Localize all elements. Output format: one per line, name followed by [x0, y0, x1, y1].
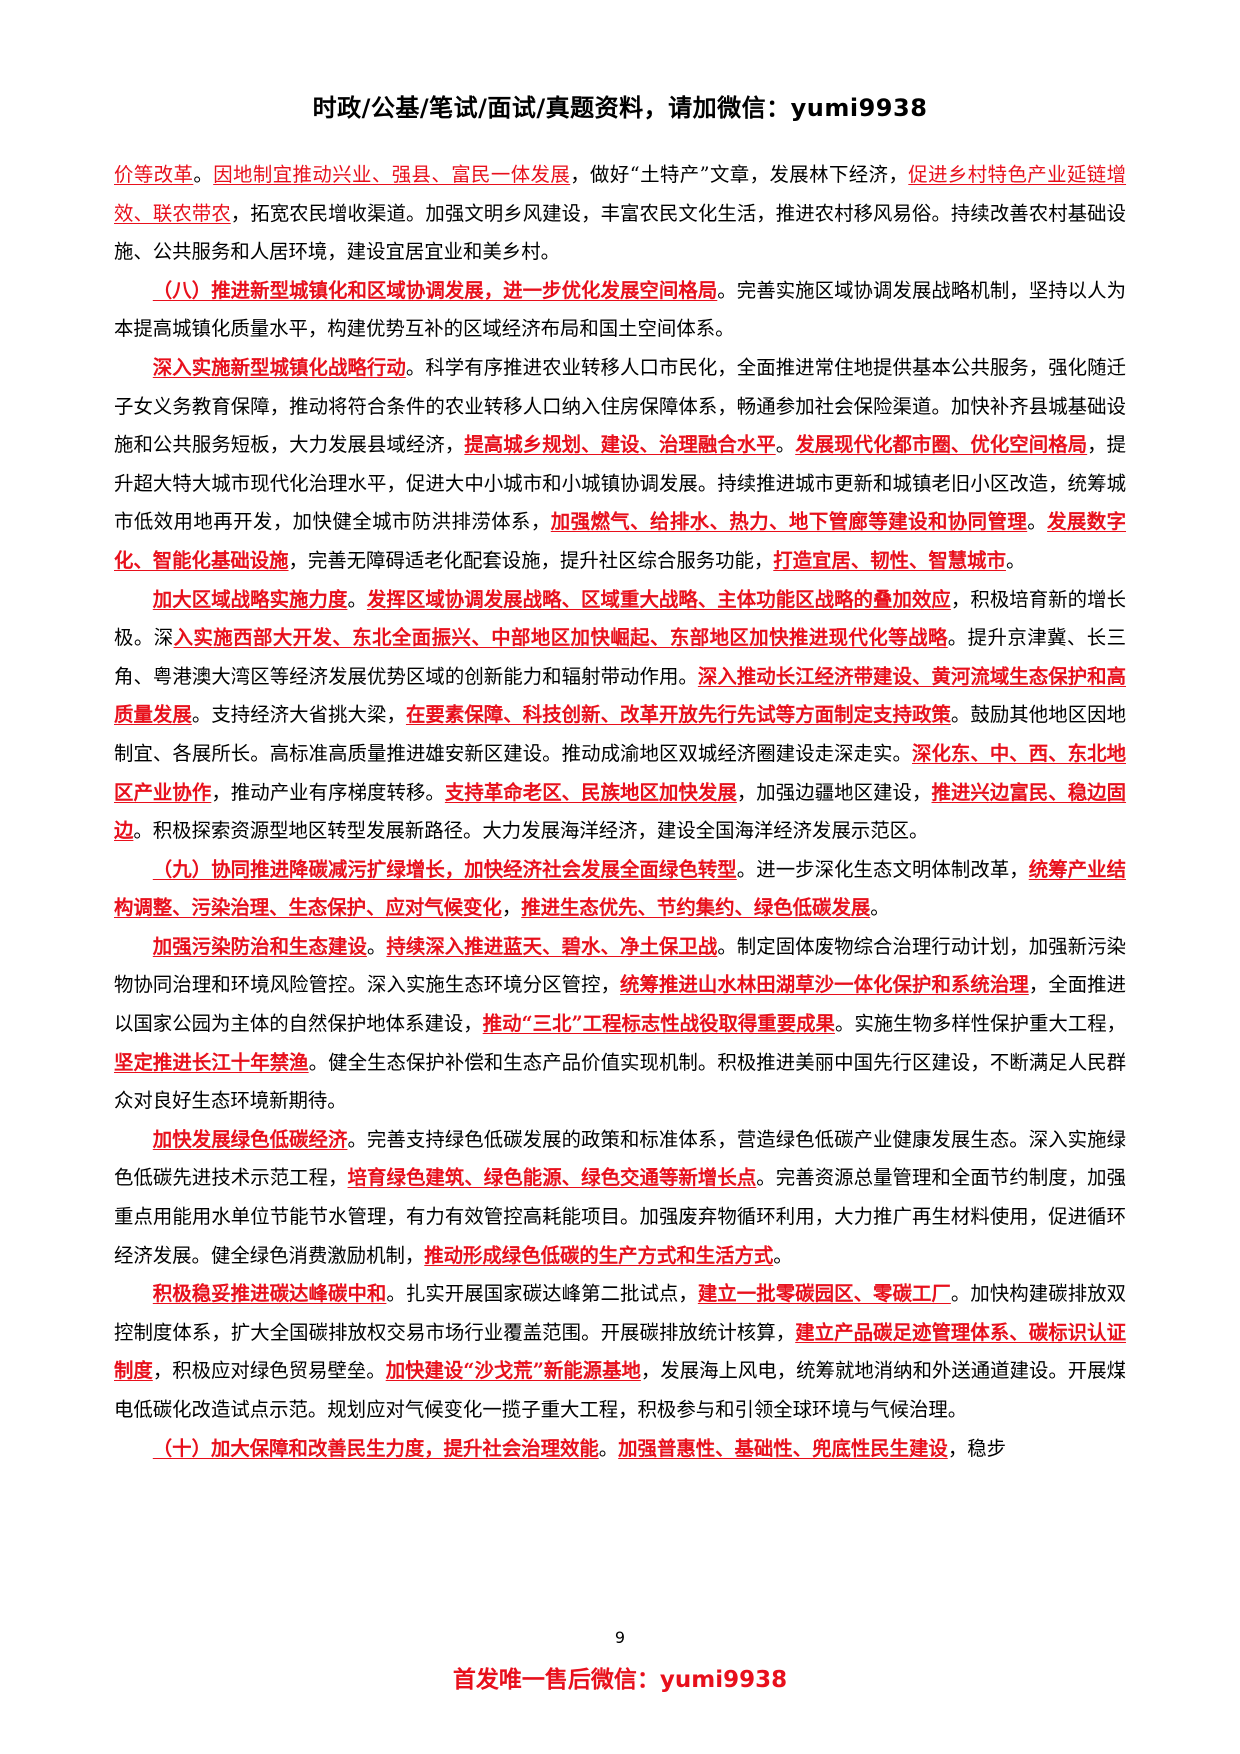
paragraph: 加快发展绿色低碳经济。完善支持绿色低碳发展的政策和标准体系，营造绿色低碳产业健康… [114, 1121, 1126, 1275]
body-text: 。 [366, 934, 387, 958]
highlighted-text: 推动形成绿色低碳的生产方式和生活方式 [424, 1243, 774, 1267]
paragraph: （八）推进新型城镇化和区域协调发展，进一步优化发展空间格局。完善实施区域协调发展… [114, 272, 1126, 349]
body-text: 。提升京津冀、长三角、粤港澳大湾区等经济发展优势区域的创新能力和辐射带动作用。 [114, 626, 1127, 688]
highlighted-text: （九）协同推进降碳减污扩绿增长，加快经济社会发展全面绿色转型 [152, 857, 737, 881]
highlighted-text: 因地制宜推动兴业、强县、富民一体发展 [213, 163, 571, 186]
body-text: ，做好“土特产”文章，发展林下经济， [570, 163, 909, 186]
highlighted-text: 培育绿色建筑、绿色能源、绿色交通等新增长点 [347, 1166, 757, 1190]
highlighted-text: 发挥区域协调发展战略、区域重大战略、主体功能区战略的叠加效应 [366, 587, 951, 611]
highlighted-text: 促进乡村特色产业延链增效、联农带农 [114, 163, 1127, 225]
paragraph: 价等改革。因地制宜推动兴业、强县、富民一体发展，做好“土特产”文章，发展林下经济… [114, 156, 1126, 272]
body-text: 。 [1027, 510, 1048, 534]
paragraph: （九）协同推进降碳减污扩绿增长，加快经济社会发展全面绿色转型。进一步深化生态文明… [114, 851, 1126, 928]
body-text: 。进一步深化生态文明体制改革， [736, 857, 1029, 881]
body-text: ，推动产业有序梯度转移。 [211, 780, 445, 804]
paragraph: 深入实施新型城镇化战略行动。科学有序推进农业转移人口市民化，全面推进常住地提供基… [114, 349, 1126, 581]
body-text: ，完善无障碍适老化配套设施，提升社区综合服务功能， [288, 548, 774, 572]
body-text: ，积极应对绿色贸易壁垒。 [152, 1359, 386, 1383]
document-body: 价等改革。因地制宜推动兴业、强县、富民一体发展，做好“土特产”文章，发展林下经济… [114, 156, 1126, 1468]
body-text: 。 [775, 433, 796, 457]
highlighted-text: 深化东、中、西、东北地区产业协作 [114, 741, 1127, 804]
body-text: ，稳步 [947, 1436, 1006, 1460]
page-header: 时政/公基/笔试/面试/真题资料，请加微信：yumi9938 [312, 94, 928, 122]
highlighted-text: 加强普惠性、基础性、兜底性民生建设 [618, 1436, 948, 1460]
highlighted-text: 支持革命老区、民族地区加快发展 [444, 780, 737, 804]
body-text: 。制定固体废物综合治理行动计划，加强新污染物协同治理和环境风险管控。深入实施生态… [114, 934, 1127, 997]
body-text: 。 [870, 896, 890, 920]
highlighted-text: 深入实施新型城镇化战略行动 [152, 355, 406, 379]
body-text: 。 [1005, 548, 1026, 572]
body-text: 。完善实施区域协调发展战略机制，坚持以人为本提高城镇化质量水平，构建优势互补的区… [114, 278, 1126, 341]
body-text: 。 [193, 163, 214, 186]
highlighted-text: 建立产品碳足迹管理体系、碳标识认证制度 [114, 1320, 1127, 1383]
highlighted-text: 持续深入推进蓝天、碧水、净土保卫战 [386, 934, 718, 958]
highlighted-text: 统筹推进山水林田湖草沙一体化保护和系统治理 [620, 973, 1029, 997]
body-text: ， [501, 896, 522, 920]
page-footer: 首发唯一售后微信：yumi9938 [452, 1667, 788, 1693]
body-text: 。完善支持绿色低碳发展的政策和标准体系，营造绿色低碳产业健康发展生态。深入实施绿… [114, 1127, 1126, 1190]
highlighted-text: 入实施西部大开发、东北全面振兴、中部地区加快崛起、东部地区加快推进现代化等战略 [173, 626, 948, 650]
highlighted-text: 深入推动长江经济带建设、黄河流域生态保护和高质量发展 [114, 664, 1127, 727]
paragraph: 积极稳妥推进碳达峰碳中和。扎实开展国家碳达峰第二批试点，建立一批零碳园区、零碳工… [114, 1275, 1126, 1429]
body-text: ，提升超大特大城市现代化治理水平，促进大中小城市和小城镇协调发展。持续推进城市更… [114, 433, 1127, 534]
body-text: 。实施生物多样性保护重大工程， [834, 1012, 1127, 1036]
body-text: ，发展海上风电，统筹就地消纳和外送通道建设。开展煤电低碳化改造试点示范。规划应对… [114, 1359, 1127, 1421]
body-text: 。加快构建碳排放双控制度体系，扩大全国碳排放权交易市场行业覆盖范围。开展碳排放统… [114, 1282, 1127, 1344]
body-text: 。扎实开展国家碳达峰第二批试点， [386, 1282, 698, 1306]
body-text: 。完善资源总量管理和全面节约制度，加强重点用能用水单位节能节水管理，有力有效管控… [114, 1166, 1127, 1267]
body-text: ，积极培育新的增长极。深 [114, 587, 1127, 650]
highlighted-text: 加快发展绿色低碳经济 [152, 1127, 348, 1151]
highlighted-text: 积极稳妥推进碳达峰碳中和 [152, 1282, 387, 1306]
highlighted-text: 统筹产业结构调整、污染治理、生态保护、应对气候变化 [114, 857, 1127, 920]
page-number: 9 [614, 1628, 626, 1647]
highlighted-text: 加大区域战略实施力度 [152, 587, 348, 611]
body-text: ，加强边疆地区建设， [736, 780, 932, 804]
highlighted-text: 加强燃气、给排水、热力、地下管廊等建设和协同管理 [550, 510, 1028, 534]
paragraph: （十）加大保障和改善民生力度，提升社会治理效能。加强普惠性、基础性、兜底性民生建… [114, 1430, 1126, 1469]
body-text: ，拓宽农民增收渠道。加强文明乡风建设，丰富农民文化生活，推进农村移风易俗。持续改… [114, 201, 1127, 264]
highlighted-text: （八）推进新型城镇化和区域协调发展，进一步优化发展空间格局 [152, 278, 718, 302]
body-text: 。鼓励其他地区因地制宜、各展所长。高标准高质量推进雄安新区建设。推动成渝地区双城… [114, 703, 1127, 765]
body-text: 。积极探索资源型地区转型发展新路径。大力发展海洋经济，建设全国海洋经济发展示范区… [133, 819, 929, 843]
body-text: 。 [598, 1436, 619, 1460]
highlighted-text: 推动“三北”工程标志性战役取得重要成果 [482, 1012, 835, 1036]
body-text: 。健全生态保护补偿和生态产品价值实现机制。积极推进美丽中国先行区建设，不断满足人… [114, 1050, 1127, 1113]
body-text: 。 [773, 1243, 793, 1267]
highlighted-text: 加强污染防治和生态建设 [152, 934, 367, 958]
body-text: 。支持经济大省挑大梁， [191, 703, 406, 727]
highlighted-text: 打造宜居、韧性、智慧城市 [773, 548, 1006, 572]
highlighted-text: （十）加大保障和改善民生力度，提升社会治理效能 [152, 1436, 599, 1460]
highlighted-text: 价等改革 [114, 163, 194, 186]
highlighted-text: 建立一批零碳园区、零碳工厂 [697, 1282, 951, 1306]
body-text: ，全面推进以国家公园为主体的自然保护地体系建设， [114, 973, 1127, 1036]
paragraph: 加强污染防治和生态建设。持续深入推进蓝天、碧水、净土保卫战。制定固体废物综合治理… [114, 928, 1126, 1121]
highlighted-text: 推进生态优先、节约集约、绿色低碳发展 [521, 896, 871, 920]
highlighted-text: 坚定推进长江十年禁渔 [114, 1050, 309, 1074]
paragraph: 加大区域战略实施力度。发挥区域协调发展战略、区域重大战略、主体功能区战略的叠加效… [114, 581, 1126, 851]
body-text: 。科学有序推进农业转移人口市民化，全面推进常住地提供基本公共服务，强化随迁子女义… [114, 355, 1127, 457]
highlighted-text: 在要素保障、科技创新、改革开放先行先试等方面制定支持政策 [405, 703, 951, 727]
highlighted-text: 提高城乡规划、建设、治理融合水平 [464, 433, 776, 457]
highlighted-text: 加快建设“沙戈荒”新能源基地 [385, 1359, 641, 1383]
highlighted-text: 发展现代化都市圈、优化空间格局 [795, 433, 1088, 457]
highlighted-text: 推进兴边富民、稳边固边 [114, 780, 1127, 843]
body-text: 。 [347, 587, 367, 611]
highlighted-text: 发展数字化、智能化基础设施 [114, 510, 1127, 572]
